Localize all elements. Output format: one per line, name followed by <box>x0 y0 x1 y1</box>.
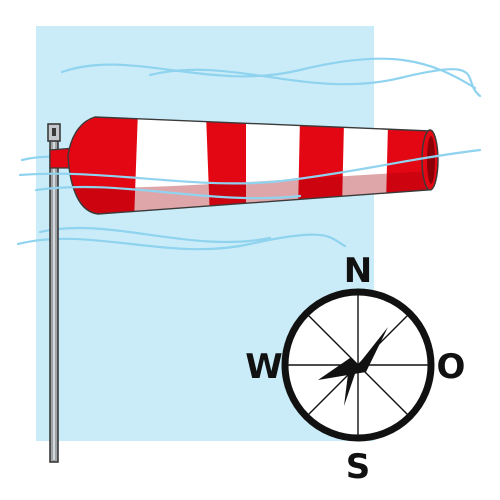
windsock <box>49 116 439 215</box>
wind-lines-front <box>18 148 482 200</box>
compass-needle <box>318 327 388 406</box>
pole <box>47 123 61 463</box>
windsock-stripe <box>342 122 388 208</box>
compass-label-north: N <box>344 251 372 291</box>
compass-label-east: O <box>437 347 466 387</box>
compass-icon: N O S W <box>245 251 465 487</box>
compass-label-south: S <box>346 447 371 487</box>
compass-label-west: W <box>245 347 283 387</box>
compass-needle-north <box>358 327 388 372</box>
windsock-stripe <box>246 117 300 214</box>
